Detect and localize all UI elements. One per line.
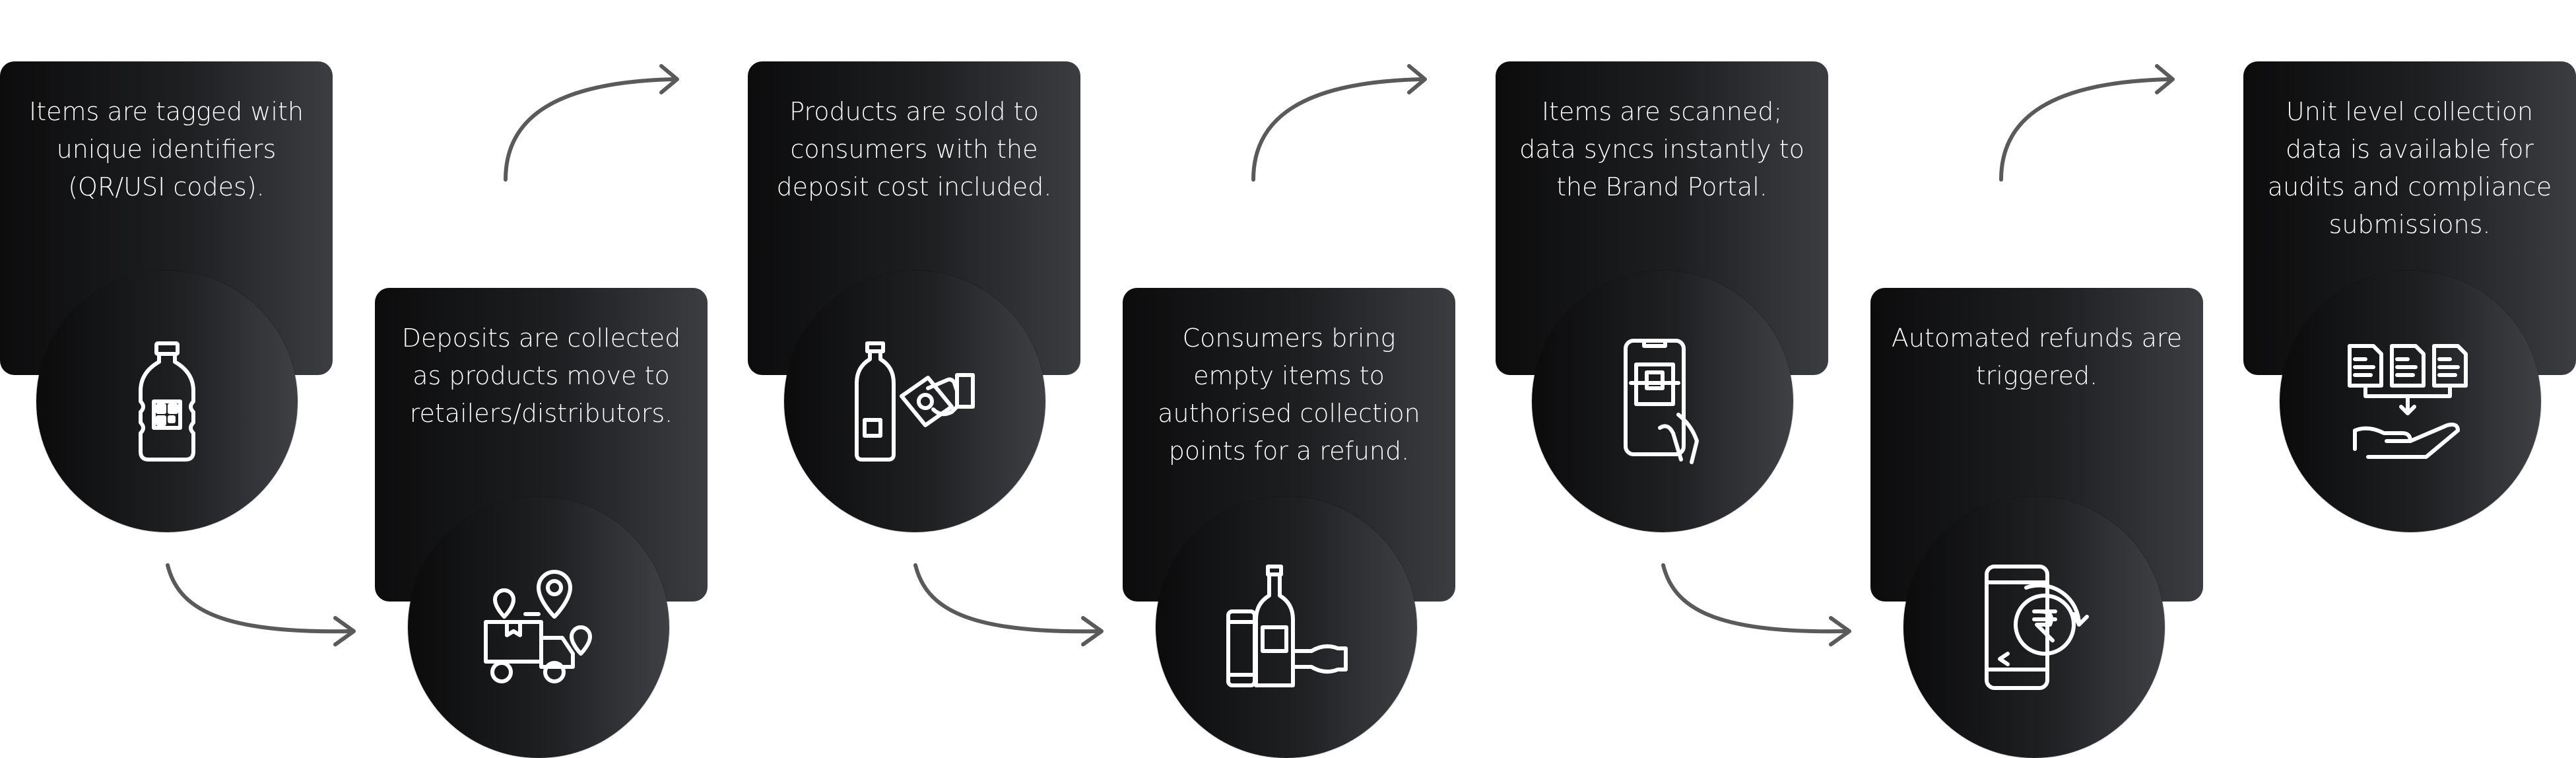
- step-3-text: Products are sold to consumers with the …: [776, 97, 1052, 201]
- phone-rupee-refund-icon: [1985, 565, 2089, 690]
- arrow-step6-to-step7: [1999, 64, 2175, 182]
- step-5-text: Items are scanned; data syncs instantly …: [1519, 97, 1804, 201]
- step-7-icon-circle: [2280, 271, 2541, 532]
- delivery-truck-location-icon: [484, 570, 592, 683]
- step-6-icon-circle: [1903, 497, 2165, 758]
- documents-hand-icon: [2348, 344, 2468, 459]
- qr-bottle-icon: [139, 341, 195, 462]
- step-6-text: Automated refunds are triggered.: [1891, 324, 2183, 390]
- arrow-step3-to-step4: [913, 563, 1104, 646]
- step-4-icon-circle: [1156, 497, 1417, 758]
- step-5-icon-circle: [1532, 271, 1793, 532]
- step-2-icon-circle: [408, 497, 669, 758]
- step-2-text: Deposits are collected as products move …: [401, 324, 681, 428]
- arrow-step4-to-step5: [1251, 64, 1427, 182]
- step-3-icon-circle: [784, 271, 1045, 532]
- step-6-card: Automated refunds are triggered.: [1870, 288, 2203, 602]
- bottles-can-icon: [1226, 565, 1348, 687]
- arrow-step1-to-step2: [166, 563, 356, 646]
- arrow-step5-to-step6: [1661, 563, 1851, 646]
- step-1-text: Items are tagged with unique identifiers…: [29, 97, 304, 201]
- arrow-step2-to-step3: [504, 64, 679, 182]
- bottle-cash-hand-icon: [855, 341, 975, 462]
- step-1-icon-circle: [36, 271, 298, 532]
- step-4-text: Consumers bring empty items to authorise…: [1158, 324, 1420, 465]
- step-3-card: Products are sold to consumers with the …: [748, 61, 1080, 375]
- step-7-text: Unit level collection data is available …: [2267, 97, 2552, 239]
- phone-scan-hand-icon: [1624, 339, 1699, 464]
